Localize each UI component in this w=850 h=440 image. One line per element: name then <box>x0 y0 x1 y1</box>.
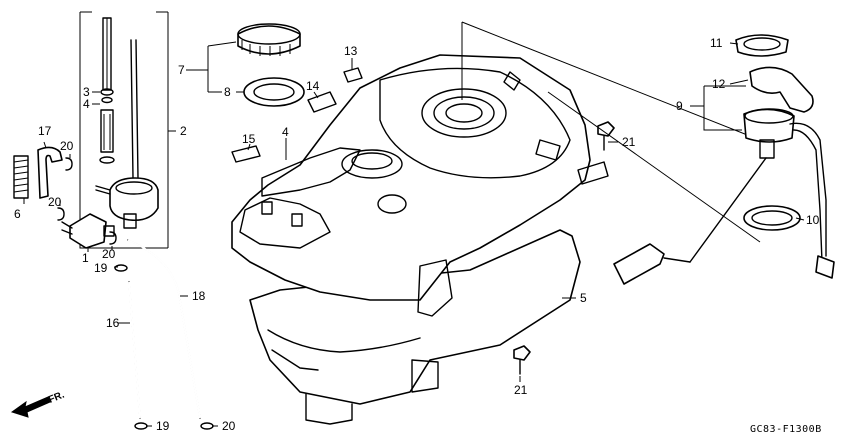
callout-17: 17 <box>38 124 52 138</box>
callout-6: 6 <box>14 207 21 221</box>
callout-19-a: 19 <box>94 261 108 275</box>
front-arrow: FR. <box>10 389 66 418</box>
callout-16: 16 <box>106 316 120 330</box>
callout-21-a: 21 <box>622 135 636 149</box>
spring-6 <box>13 155 29 199</box>
front-arrow-icon <box>10 396 51 418</box>
callout-20-b: 20 <box>48 195 62 209</box>
fuel-tank <box>231 54 609 425</box>
callout-7: 7 <box>178 63 185 77</box>
callout-20-c: 20 <box>102 247 116 261</box>
callout-19-b: 19 <box>156 419 170 433</box>
fuel-hoses <box>114 239 214 430</box>
cap-gasket <box>243 77 305 107</box>
callout-20-a: 20 <box>60 139 74 153</box>
label-14 <box>307 91 337 113</box>
callout-13: 13 <box>344 44 358 58</box>
callout-14: 14 <box>306 79 320 93</box>
callout-3: 3 <box>83 85 90 99</box>
bolt-21-upper <box>597 121 615 151</box>
callout-9: 9 <box>676 99 683 113</box>
callout-4-a: 4 <box>83 97 90 111</box>
fuel-unit <box>461 21 835 285</box>
drawing-code: GC83-F1300B <box>750 424 822 435</box>
front-arrow-label: FR. <box>47 389 66 405</box>
callout-8: 8 <box>224 85 231 99</box>
callout-4-b: 4 <box>282 125 289 139</box>
callout-1: 1 <box>82 251 89 265</box>
callout-20-d: 20 <box>222 419 236 433</box>
callout-15: 15 <box>242 132 256 146</box>
callout-10: 10 <box>806 213 820 227</box>
callout-2: 2 <box>180 124 187 138</box>
label-13 <box>343 67 363 83</box>
callout-21-b: 21 <box>514 383 528 397</box>
bolt-21-lower <box>513 345 531 375</box>
callout-18: 18 <box>192 289 206 303</box>
fuel-cap <box>237 23 301 56</box>
callout-5: 5 <box>580 291 587 305</box>
leader-lines <box>23 41 805 427</box>
callout-labels: 6 17 20 20 1 20 19 3 4 2 16 18 19 20 7 8… <box>14 36 820 433</box>
callout-12: 12 <box>712 77 726 91</box>
label-15 <box>231 145 261 163</box>
fuel-cock-assembly <box>13 11 169 249</box>
callout-11: 11 <box>710 36 723 50</box>
